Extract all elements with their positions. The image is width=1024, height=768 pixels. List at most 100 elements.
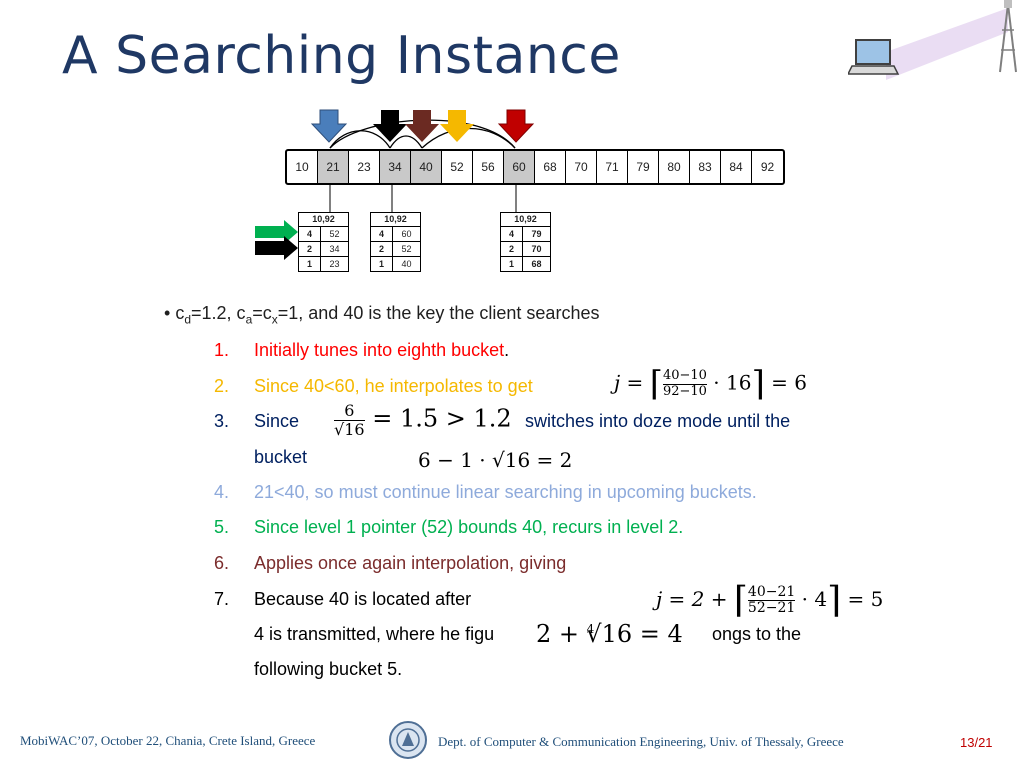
frac-num: 40−10 xyxy=(662,368,707,385)
laptop-antenna-illustration xyxy=(848,0,1017,80)
array-cell: 83 xyxy=(690,151,721,183)
bullet-eq1: =1.2, c xyxy=(191,303,246,323)
sub-d: d xyxy=(184,312,192,327)
page-title: A Searching Instance xyxy=(62,26,621,86)
array-cell: 84 xyxy=(721,151,752,183)
index-table-row: 2 52 xyxy=(371,242,420,257)
item-text: Since 40<60, he interpolates to get xyxy=(254,376,533,396)
index-table-header: 10,92 xyxy=(501,213,550,227)
index-pointer-value: 70 xyxy=(531,244,542,254)
item-number: 1. xyxy=(214,340,230,360)
formula-part-a: 2 + xyxy=(536,620,580,648)
array-cell: 92 xyxy=(760,160,775,174)
list-item-7-line2b: ongs to the xyxy=(712,624,802,644)
university-logo-icon xyxy=(389,721,427,759)
formula-rhs: = 5 xyxy=(847,587,884,611)
footer-department: Dept. of Computer & Communication Engine… xyxy=(438,734,844,749)
index-level: 1 xyxy=(371,257,393,271)
index-pointer-value: 52 xyxy=(329,229,340,239)
index-level: 1 xyxy=(299,257,321,271)
index-level: 2 xyxy=(371,242,393,256)
sub-a: a xyxy=(245,312,253,327)
yellow-arrow-icon xyxy=(440,110,474,142)
list-item-3-line2: bucket xyxy=(254,447,308,467)
index-pointer-value: 40 xyxy=(401,259,412,269)
formula-lhs: j = 2 + xyxy=(656,587,728,611)
index-pointer-value: 68 xyxy=(531,259,542,269)
array-cell: 68 xyxy=(535,151,566,183)
item-text: Since level 1 pointer (52) bounds 40, re… xyxy=(254,517,684,537)
index-table-row: 1 40 xyxy=(371,257,420,271)
list-item-5: 5.Since level 1 pointer (52) bounds 40, … xyxy=(214,517,683,538)
index-pointer-value: 60 xyxy=(401,229,412,239)
sub-x: x xyxy=(271,312,278,327)
bullet-eq2: =c xyxy=(252,303,272,323)
index-table-row: 2 70 xyxy=(501,242,550,257)
green-side-arrow-icon xyxy=(255,220,298,244)
list-item-4: 4. 21<40, so must continue linear searchi… xyxy=(214,482,757,503)
formula-mul: · 16 xyxy=(713,370,752,395)
item-number: 4. xyxy=(214,482,230,502)
list-item-7: 7.Because 40 is located after xyxy=(214,589,471,610)
item-suffix: . xyxy=(504,340,510,360)
item-text: Since xyxy=(254,411,300,431)
array-cell: 79 xyxy=(628,151,659,183)
page-number: 13/21 xyxy=(960,735,993,750)
footer-conference: MobiWAC’07, October 22, Chania, Crete Is… xyxy=(20,733,316,748)
list-item-1: 1.Initially tunes into eighth bucket. xyxy=(214,340,509,361)
blue-arrow-icon xyxy=(310,109,348,143)
black-arrow-icon xyxy=(373,110,407,142)
index-pointer-value: 23 xyxy=(329,259,340,269)
index-level: 1 xyxy=(501,257,523,271)
array-cell: 60 xyxy=(504,151,535,183)
array-cell: 80 xyxy=(659,151,690,183)
bullet-symbol: • xyxy=(164,303,171,323)
item-text: 21<40, so must continue linear searching… xyxy=(254,482,757,502)
formula-root: 2 + 4√16 = 4 xyxy=(536,620,683,648)
frac-num: 6 xyxy=(334,402,365,421)
frac-den: 52−21 xyxy=(747,600,796,616)
index-level: 4 xyxy=(299,227,321,241)
index-pointer-value: 79 xyxy=(531,229,542,239)
index-table-row: 4 60 xyxy=(371,227,420,242)
index-pointer-value: 52 xyxy=(401,244,412,254)
array-cell: 40 xyxy=(411,151,442,183)
item-number: 6. xyxy=(214,553,230,573)
item-number: 2. xyxy=(214,376,230,396)
array-cell: 34 xyxy=(380,151,411,183)
item-text: Applies once again interpolation, giving xyxy=(254,553,567,573)
index-table-header: 10,92 xyxy=(371,213,420,227)
formula-ratio: 6√16 = 1.5 > 1.2 xyxy=(334,402,512,438)
array-cell: 71 xyxy=(597,151,628,183)
formula-rest: = 1.5 > 1.2 xyxy=(372,404,512,433)
black-side-arrow-icon xyxy=(255,236,298,260)
index-level: 2 xyxy=(299,242,321,256)
index-table-row: 4 52 xyxy=(299,227,348,242)
array-cell: 21 xyxy=(318,151,349,183)
root-term: √16 xyxy=(586,620,633,648)
bullet-intro: • cd=1.2, ca=cx=1, and 40 is the key the… xyxy=(164,303,599,327)
index-level: 2 xyxy=(501,242,523,256)
item-number: 3. xyxy=(214,411,230,431)
formula-mul: · 4 xyxy=(801,587,828,611)
array-cell: 23 xyxy=(349,151,380,183)
index-table-row: 1 23 xyxy=(299,257,348,271)
index-level: 4 xyxy=(371,227,393,241)
formula-rhs: = 6 xyxy=(771,370,807,395)
frac-den: 92−10 xyxy=(662,383,707,399)
formula-part-b: = 4 xyxy=(639,620,683,648)
bullet-c: c xyxy=(175,303,185,323)
brown-arrow-icon xyxy=(405,110,439,142)
list-item-6: 6. Applies once again interpolation, givi… xyxy=(214,553,566,574)
search-arrows xyxy=(255,109,535,260)
array-cell: 70 xyxy=(566,151,597,183)
list-item-7-line3: following bucket 5. xyxy=(254,659,403,679)
formula-bucket: 6 − 1 · √16 = 2 xyxy=(418,448,573,472)
